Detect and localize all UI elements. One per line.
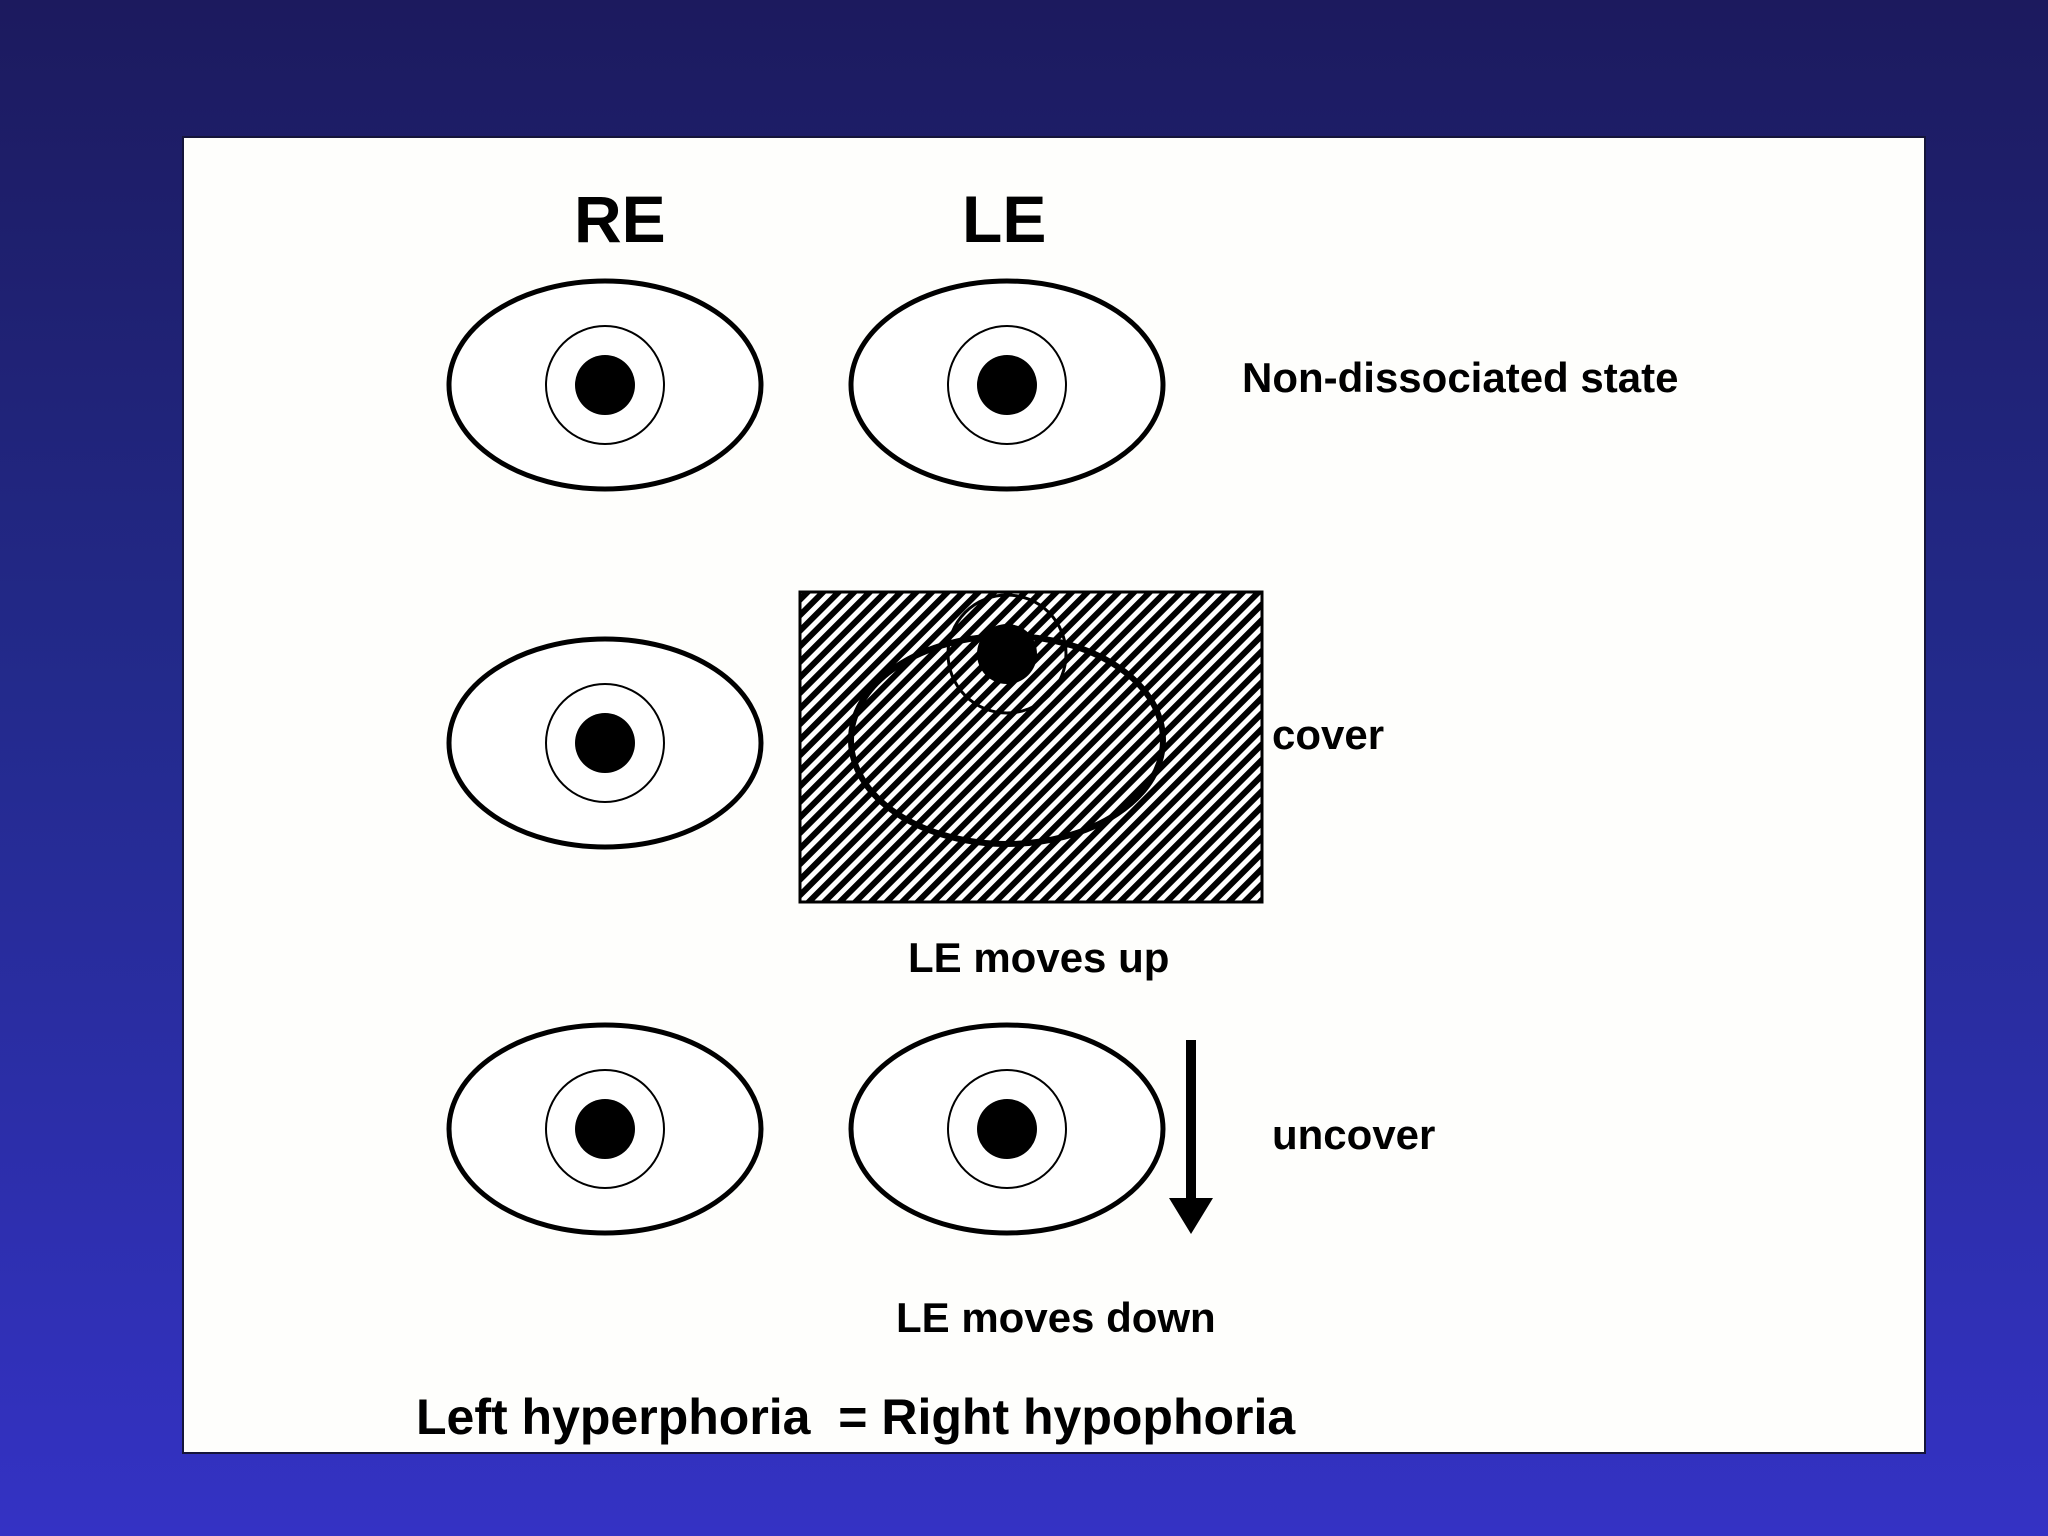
cover-test-diagram — [446, 278, 1264, 1236]
caption-le-moves-up: LE moves up — [908, 934, 1170, 981]
left-eye-row3 — [848, 1022, 1166, 1236]
caption-le-moves-down: LE moves down — [896, 1294, 1216, 1341]
pupil — [977, 355, 1037, 415]
pupil — [575, 713, 635, 773]
pupil — [575, 1099, 635, 1159]
pupil — [977, 624, 1037, 684]
row-label-uncover: uncover — [1272, 1111, 1436, 1158]
pupil — [575, 355, 635, 415]
left-eye-header: LE — [962, 182, 1047, 256]
right-eye-row3 — [446, 1022, 764, 1236]
row-label-non-dissociated: Non-dissociated state — [1242, 354, 1679, 401]
occluder-cover — [798, 590, 1264, 904]
right-eye-row2 — [446, 636, 764, 850]
diagram-panel: RE LE Non-dissociated state cover LE mov… — [182, 136, 1926, 1454]
row-uncover — [446, 1022, 1213, 1236]
iris — [946, 593, 1068, 715]
right-eye-row1 — [446, 278, 764, 492]
row-cover — [446, 590, 1264, 904]
down-arrow-icon — [1169, 1040, 1213, 1234]
right-eye-header: RE — [574, 182, 666, 256]
pupil — [977, 1099, 1037, 1159]
conclusion: Left hyperphoria = Right hypophoria — [416, 1389, 1296, 1445]
row-label-cover: cover — [1272, 711, 1385, 758]
row-non-dissociated — [446, 278, 1166, 492]
covered-left-eye — [848, 593, 1166, 847]
left-eye-row1 — [848, 278, 1166, 492]
